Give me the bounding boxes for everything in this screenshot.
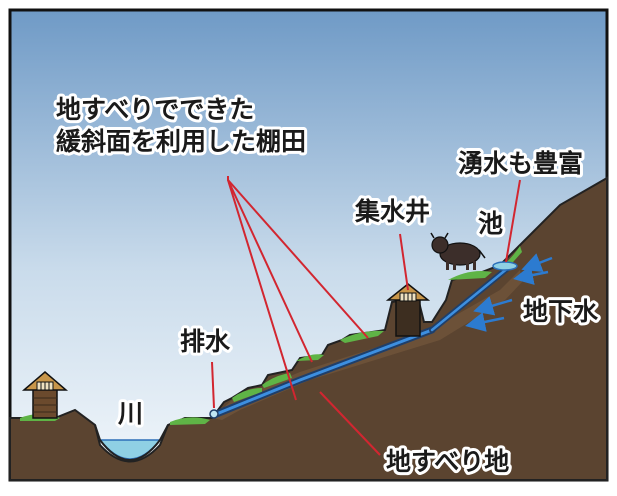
collection-well-house [385, 283, 431, 337]
label-drainage: 排水 [180, 327, 231, 356]
pond [492, 261, 518, 271]
cow-icon [430, 232, 486, 270]
label-pond: 池 [478, 209, 503, 238]
collection-pipe-inner [430, 266, 510, 332]
label-collection-well: 集水井 [354, 197, 430, 226]
label-terraced-fields-line1: 地すべりでできた [56, 95, 254, 124]
drainage-outlet [209, 409, 219, 419]
groundwater-arrows [465, 253, 553, 332]
label-spring-water: 湧水も豊富 [458, 149, 583, 178]
label-groundwater: 地下水 [523, 297, 599, 326]
label-river: 川 [118, 399, 143, 428]
pointer-lines [211, 176, 521, 456]
river-channel [94, 424, 169, 461]
drainage-pipe-inner [212, 328, 434, 417]
label-landslide-area: 地すべり地 [386, 447, 509, 476]
riverside-hut [21, 371, 69, 419]
label-terraced-fields-line2: 緩斜面を利用した棚田 [56, 127, 306, 156]
grass-patches [20, 246, 522, 425]
